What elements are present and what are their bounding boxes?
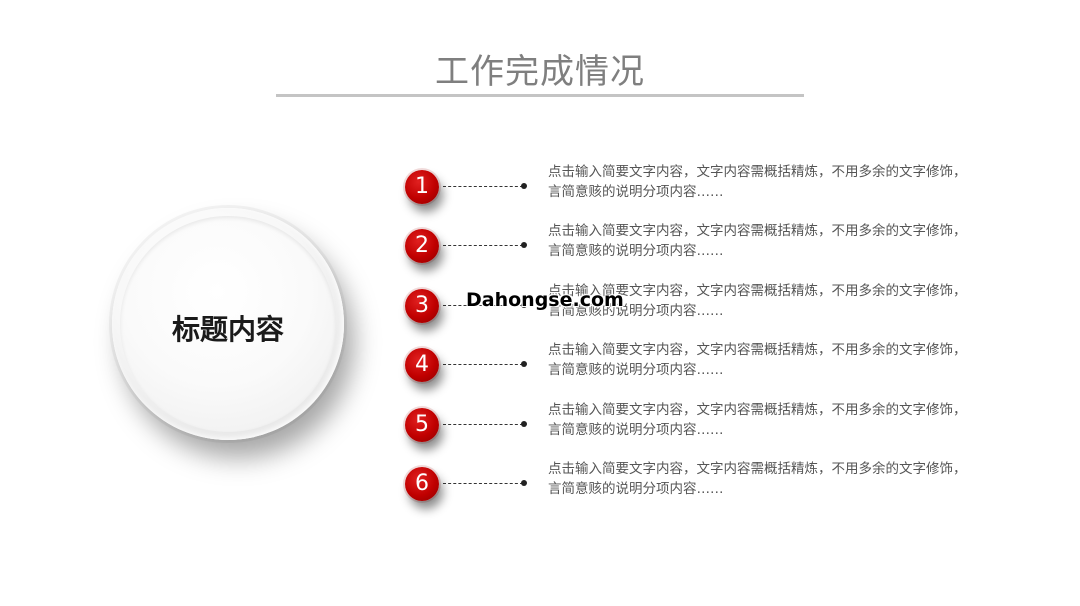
connector-line (443, 245, 523, 246)
item-number-badge: 5 (405, 408, 439, 442)
connector-line (443, 305, 523, 306)
page-title: 工作完成情况 (435, 52, 645, 92)
title-divider (276, 94, 804, 97)
item-description: 点击输入简要文字内容，文字内容需概括精炼，不用多余的文字修饰，言简意赅的说明分项… (548, 402, 967, 438)
connector-dot (521, 361, 527, 367)
list-item: 1 点击输入简要文字内容，文字内容需概括精炼，不用多余的文字修饰，言简意赅的说明… (405, 164, 967, 214)
connector-dot (521, 302, 527, 308)
connector-dot (521, 421, 527, 427)
watermark-text: Dahongse.com (466, 289, 624, 311)
item-description: 点击输入简要文字内容，文字内容需概括精炼，不用多余的文字修饰，言简意赅的说明分项… (548, 223, 967, 259)
item-number-badge: 3 (405, 289, 439, 323)
item-number-badge: 6 (405, 467, 439, 501)
connector-line (443, 186, 523, 187)
item-description: 点击输入简要文字内容，文字内容需概括精炼，不用多余的文字修饰，言简意赅的说明分项… (548, 342, 967, 378)
item-description: 点击输入简要文字内容，文字内容需概括精炼，不用多余的文字修饰，言简意赅的说明分项… (548, 461, 967, 497)
connector-dot (521, 242, 527, 248)
center-circle-inner (120, 216, 336, 432)
connector-line (443, 364, 523, 365)
center-circle-label: 标题内容 (171, 313, 284, 346)
item-number-badge: 4 (405, 348, 439, 382)
list-item: 3 点击输入简要文字内容，文字内容需概括精炼，不用多余的文字修饰，言简意赅的说明… (405, 283, 967, 333)
item-description: 点击输入简要文字内容，文字内容需概括精炼，不用多余的文字修饰，言简意赅的说明分项… (548, 283, 967, 319)
connector-line (443, 483, 523, 484)
list-item: 6 点击输入简要文字内容，文字内容需概括精炼，不用多余的文字修饰，言简意赅的说明… (405, 461, 967, 511)
item-number-badge: 2 (405, 229, 439, 263)
item-number-badge: 1 (405, 170, 439, 204)
list-item: 4 点击输入简要文字内容，文字内容需概括精炼，不用多余的文字修饰，言简意赅的说明… (405, 342, 967, 392)
connector-dot (521, 183, 527, 189)
list-item: 2 点击输入简要文字内容，文字内容需概括精炼，不用多余的文字修饰，言简意赅的说明… (405, 223, 967, 273)
center-circle: 标题内容 (112, 208, 344, 440)
item-description: 点击输入简要文字内容，文字内容需概括精炼，不用多余的文字修饰，言简意赅的说明分项… (548, 164, 967, 200)
connector-dot (521, 480, 527, 486)
list-item: 5 点击输入简要文字内容，文字内容需概括精炼，不用多余的文字修饰，言简意赅的说明… (405, 402, 967, 452)
connector-line (443, 424, 523, 425)
